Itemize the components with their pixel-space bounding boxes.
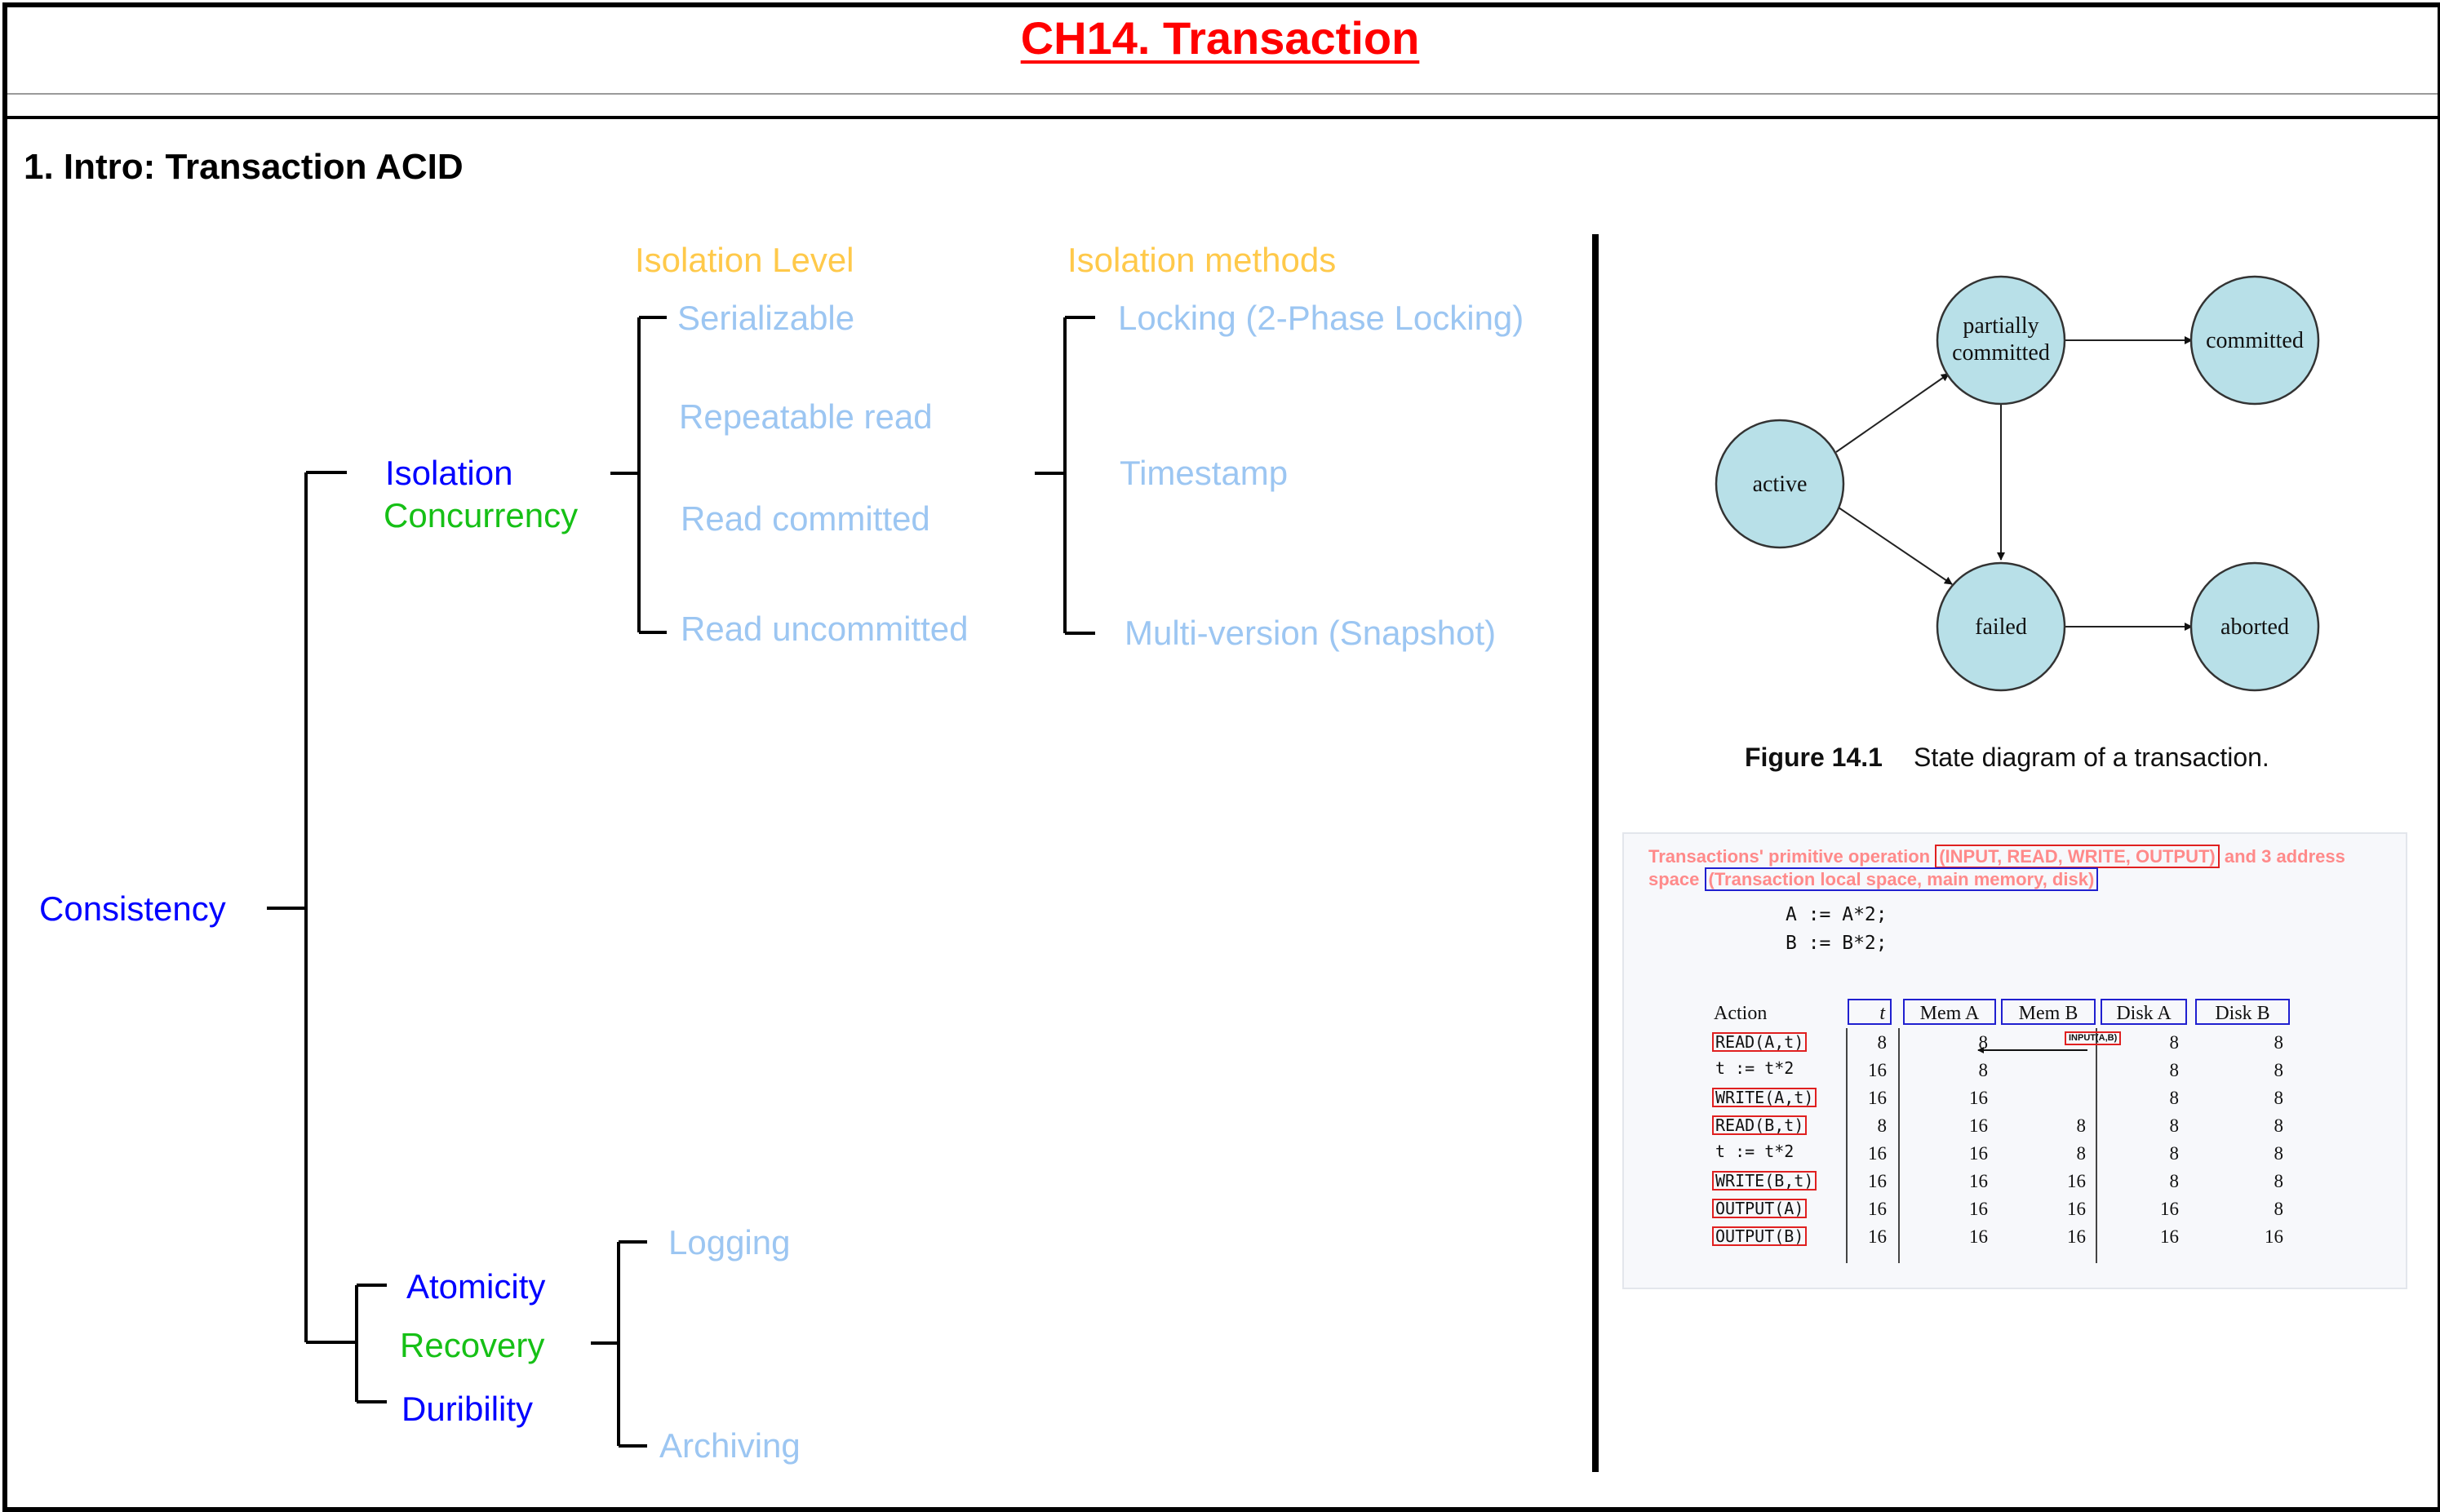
table-cell: 16 bbox=[1868, 1199, 1887, 1219]
code-line: B := B*2; bbox=[1786, 933, 1888, 954]
table-cell: 16 bbox=[2067, 1171, 2086, 1191]
recovery-method-item: Logging bbox=[668, 1223, 791, 1261]
table-cell: 8 bbox=[2274, 1060, 2284, 1080]
table-row-action: READ(B,t) bbox=[1712, 1115, 1808, 1135]
table-cell: 8 bbox=[2076, 1143, 2087, 1164]
consistency-label: Consistency bbox=[39, 889, 226, 928]
table-cell: 16 bbox=[1868, 1226, 1887, 1247]
isolation-level-item: Read uncommitted bbox=[681, 610, 969, 648]
state-node bbox=[1936, 561, 2066, 692]
table-cell: 8 bbox=[2076, 1115, 2087, 1136]
state-node bbox=[2189, 275, 2320, 406]
input-annotation-tag: INPUT(A,B) bbox=[2065, 1031, 2122, 1045]
table-cell: 8 bbox=[1978, 1060, 1989, 1080]
code-line: A := A*2; bbox=[1786, 904, 1888, 925]
table-row-action: OUTPUT(A) bbox=[1712, 1199, 1808, 1218]
durability-label: Duribility bbox=[401, 1390, 534, 1428]
column-divider bbox=[2096, 1028, 2097, 1263]
transaction-example-panel: Transactions' primitive operation (INPUT… bbox=[1622, 832, 2407, 1289]
input-arrow bbox=[1977, 1047, 2087, 1053]
table-cell: 8 bbox=[2169, 1060, 2180, 1080]
table-cell: 8 bbox=[2169, 1032, 2180, 1053]
table-cell: 16 bbox=[1868, 1143, 1887, 1164]
table-cell: 8 bbox=[1877, 1115, 1888, 1136]
state-label: committed bbox=[1952, 340, 2050, 366]
table-cell: 16 bbox=[2160, 1226, 2179, 1247]
column-header-mem-b: Mem B bbox=[2001, 999, 2096, 1025]
title-divider-thin bbox=[7, 93, 2438, 95]
address-space-note: space (Transaction local space, main mem… bbox=[1648, 867, 2099, 891]
table-cell: 16 bbox=[1969, 1171, 1988, 1191]
column-header-t: t bbox=[1848, 999, 1892, 1025]
table-row-action: WRITE(B,t) bbox=[1712, 1171, 1817, 1191]
table-cell: 8 bbox=[2274, 1088, 2284, 1108]
state-label: partially bbox=[1963, 313, 2039, 339]
table-cell: 16 bbox=[1969, 1226, 1988, 1247]
column-header-disk-a: Disk A bbox=[2101, 999, 2187, 1025]
table-row-action: WRITE(A,t) bbox=[1712, 1088, 1817, 1107]
table-cell: 8 bbox=[2274, 1143, 2284, 1164]
table-row-action: OUTPUT(B) bbox=[1712, 1226, 1808, 1246]
table-cell: 16 bbox=[1868, 1088, 1887, 1108]
state-node bbox=[1715, 419, 1845, 549]
table-cell: 8 bbox=[2274, 1115, 2284, 1136]
concurrency-label: Concurrency bbox=[384, 496, 579, 534]
column-divider bbox=[1846, 1028, 1848, 1263]
table-cell: 8 bbox=[2274, 1199, 2284, 1219]
table-cell: 16 bbox=[2160, 1199, 2179, 1219]
table-cell: 8 bbox=[1877, 1032, 1888, 1053]
isolation-methods-header: Isolation methods bbox=[1067, 241, 1337, 279]
isolation-label: Isolation bbox=[385, 454, 513, 492]
state-label: failed bbox=[1975, 614, 2027, 640]
state-label: aborted bbox=[2220, 614, 2289, 640]
table-cell: 16 bbox=[1868, 1060, 1887, 1080]
state-label: committed bbox=[2206, 328, 2304, 353]
recovery-label: Recovery bbox=[400, 1326, 545, 1364]
table-cell: 16 bbox=[2067, 1226, 2086, 1247]
column-header-action: Action bbox=[1714, 1003, 1768, 1024]
table-row-action: t := t*2 bbox=[1715, 1058, 1795, 1078]
isolation-level-header: Isolation Level bbox=[635, 241, 854, 279]
table-cell: 8 bbox=[2274, 1171, 2284, 1191]
figure-caption-number: Figure 14.1 bbox=[1745, 743, 1883, 772]
atomicity-label: Atomicity bbox=[406, 1267, 546, 1306]
isolation-method-item: Locking (2-Phase Locking) bbox=[1118, 299, 1524, 337]
table-cell: 8 bbox=[2274, 1032, 2284, 1053]
isolation-method-item: Multi-version (Snapshot) bbox=[1125, 614, 1497, 652]
primitive-operations-note: Transactions' primitive operation (INPUT… bbox=[1648, 845, 2345, 868]
table-row-action: READ(A,t) bbox=[1712, 1032, 1808, 1052]
state-label: active bbox=[1753, 472, 1808, 497]
column-header-disk-b: Disk B bbox=[2195, 999, 2290, 1025]
recovery-method-item: Archiving bbox=[659, 1426, 801, 1465]
page-title: CH14. Transaction bbox=[1020, 12, 1420, 64]
transaction-state-diagram: partially committed committed active fai… bbox=[1715, 275, 2320, 692]
state-node bbox=[1936, 275, 2066, 406]
vertical-divider bbox=[1592, 234, 1599, 1472]
column-header-mem-a: Mem A bbox=[1903, 999, 1996, 1025]
table-cell: 16 bbox=[1969, 1143, 1988, 1164]
table-cell: 8 bbox=[2169, 1115, 2180, 1136]
isolation-level-item: Serializable bbox=[677, 299, 855, 337]
isolation-level-item: Repeatable read bbox=[679, 397, 933, 436]
table-cell: 8 bbox=[1978, 1032, 1989, 1053]
table-cell: 8 bbox=[2169, 1143, 2180, 1164]
isolation-method-item: Timestamp bbox=[1120, 454, 1289, 492]
table-cell: 8 bbox=[2169, 1088, 2180, 1108]
figure-caption-text: State diagram of a transaction. bbox=[1914, 743, 2269, 772]
table-cell: 16 bbox=[2265, 1226, 2283, 1247]
state-node bbox=[2189, 561, 2320, 692]
table-row-action: t := t*2 bbox=[1715, 1142, 1795, 1161]
table-cell: 16 bbox=[1969, 1088, 1988, 1108]
table-cell: 16 bbox=[2067, 1199, 2086, 1219]
table-cell: 16 bbox=[1868, 1171, 1887, 1191]
table-cell: 8 bbox=[2169, 1171, 2180, 1191]
table-cell: 16 bbox=[1969, 1199, 1988, 1219]
isolation-level-item: Read committed bbox=[681, 499, 930, 538]
table-cell: 16 bbox=[1969, 1115, 1988, 1136]
title-divider-thick bbox=[7, 116, 2438, 119]
section-heading: 1. Intro: Transaction ACID bbox=[24, 147, 464, 187]
column-divider bbox=[1898, 1028, 1900, 1263]
